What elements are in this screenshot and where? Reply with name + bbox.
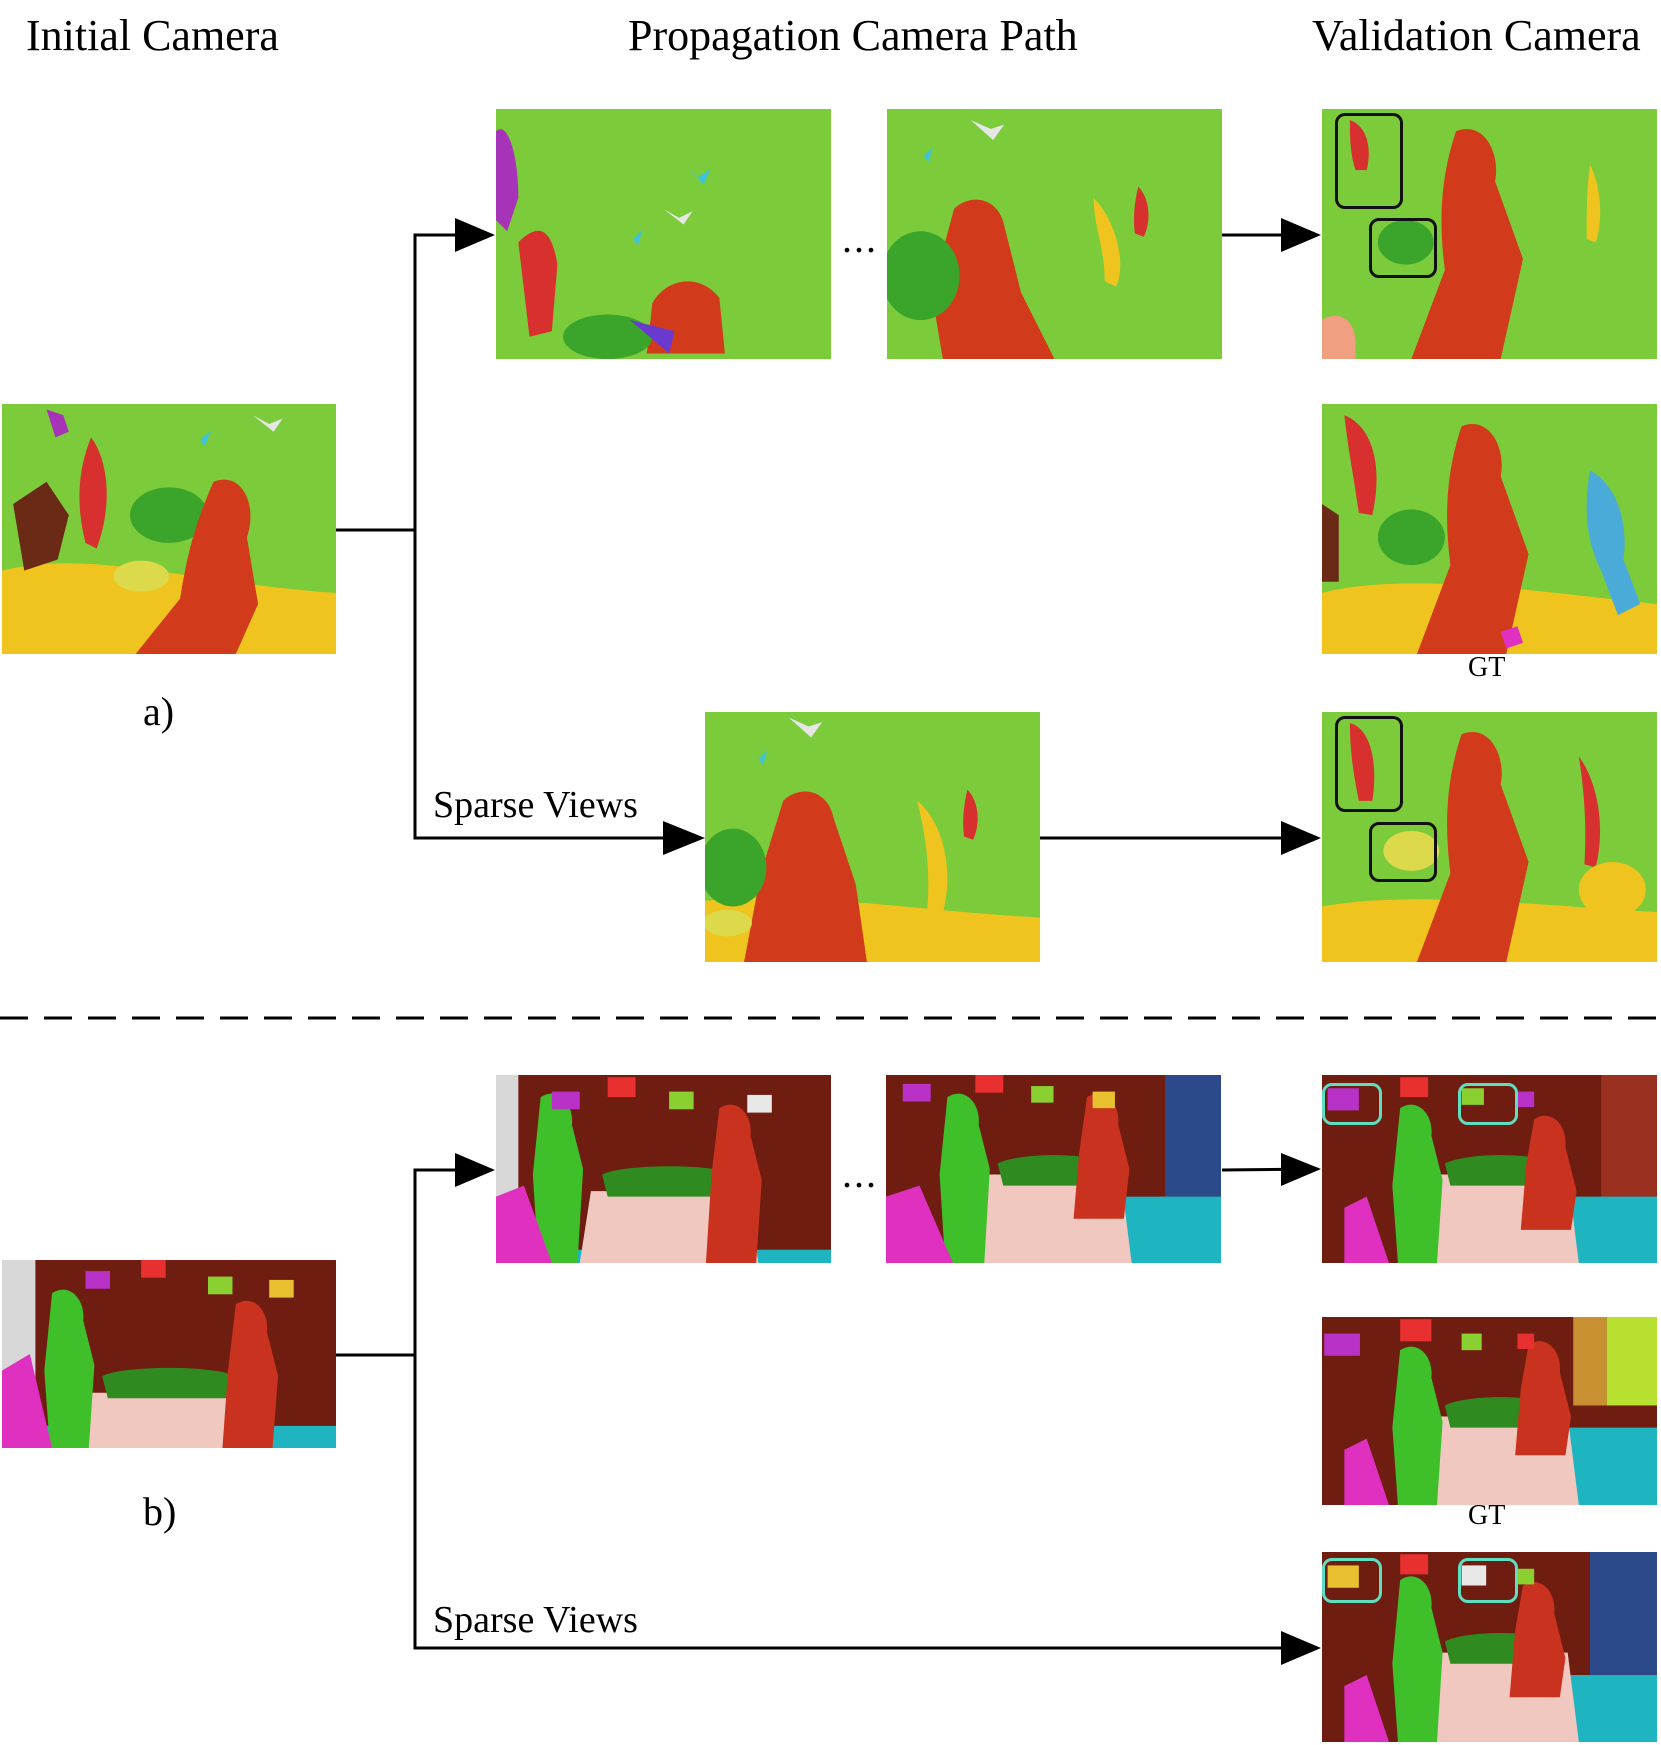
propagation-view-b1 [496, 1075, 831, 1263]
sparse-views-label-a: Sparse Views [433, 784, 638, 826]
highlight-box-b-top-1 [1322, 1083, 1382, 1125]
path-ellipsis-a: ... [842, 216, 878, 261]
validation-result-a-top [1322, 109, 1657, 359]
sparse-view-a [705, 712, 1040, 962]
path-ellipsis-b: ... [842, 1151, 878, 1196]
propagation-camera-path-header: Propagation Camera Path [628, 11, 1078, 60]
section-b-label: b) [143, 1489, 177, 1534]
initial-camera-image-b [2, 1260, 336, 1448]
validation-camera-header: Validation Camera [1312, 11, 1641, 60]
highlight-box-a-top-1 [1335, 113, 1403, 209]
propagation-view-a2 [887, 109, 1222, 359]
sparse-views-label-b: Sparse Views [433, 1599, 638, 1641]
highlight-box-a-bottom-2 [1369, 822, 1437, 882]
propagation-view-b2 [886, 1075, 1221, 1263]
validation-gt-a [1322, 404, 1657, 654]
highlight-box-b-bottom-1 [1322, 1558, 1382, 1603]
gt-label-b: GT [1468, 1500, 1506, 1531]
initial-camera-image-a [2, 404, 336, 654]
propagation-view-a1 [496, 109, 831, 359]
initial-camera-header: Initial Camera [26, 11, 279, 60]
highlight-box-b-bottom-2 [1458, 1558, 1518, 1603]
validation-result-b-bottom [1322, 1552, 1657, 1742]
highlight-box-a-top-2 [1369, 218, 1437, 278]
gt-label-a: GT [1468, 652, 1506, 683]
validation-gt-b [1322, 1317, 1657, 1505]
highlight-box-a-bottom-1 [1335, 716, 1403, 812]
validation-result-b-top [1322, 1075, 1657, 1263]
highlight-box-b-top-2 [1458, 1083, 1518, 1125]
section-a-label: a) [143, 689, 175, 734]
validation-result-a-bottom [1322, 712, 1657, 962]
